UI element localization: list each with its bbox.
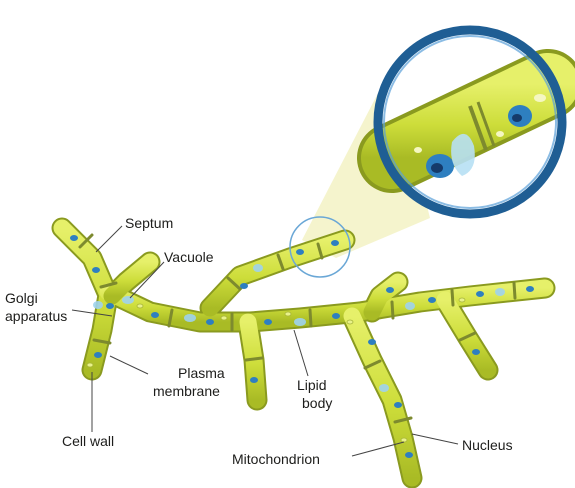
vacuole (495, 288, 505, 296)
septum-line (246, 358, 262, 360)
leader-nucleus (412, 434, 458, 444)
nucleus (332, 313, 340, 319)
label-nucleus: Nucleus (462, 437, 513, 453)
nucleus (206, 319, 214, 325)
magnified-view (378, 30, 562, 214)
septum-line (452, 290, 453, 305)
nucleus (368, 339, 376, 345)
nucleus (296, 249, 304, 255)
leader-septum (96, 226, 122, 252)
hypha-upper (210, 240, 345, 308)
nucleus (428, 297, 436, 303)
nucleus (106, 303, 114, 309)
label-cell-wall: Cell wall (62, 433, 114, 449)
nucleus (526, 286, 534, 292)
mitochondrion (87, 363, 93, 367)
nucleus (405, 452, 413, 458)
vacuole (379, 384, 389, 392)
label-lipid-line2: body (302, 395, 332, 411)
nucleus (240, 283, 248, 289)
leader-lipid-body (294, 330, 308, 376)
septum-line (310, 310, 311, 326)
magnified-lipid (534, 94, 546, 102)
nucleus (250, 377, 258, 383)
label-mitochondrion: Mitochondrion (232, 451, 320, 467)
label-plasma-line1: Plasma (178, 365, 225, 381)
mitochondrion (347, 320, 353, 324)
vacuole (122, 296, 134, 304)
nucleus (476, 291, 484, 297)
vacuole (253, 264, 263, 272)
nucleus (331, 240, 339, 246)
nucleus (92, 267, 100, 273)
nucleus (70, 235, 78, 241)
vacuole (93, 301, 103, 309)
nucleus (472, 349, 480, 355)
label-vacuole: Vacuole (164, 249, 214, 265)
nucleus (94, 352, 102, 358)
nucleus (151, 312, 159, 318)
septum-line (392, 302, 393, 318)
leader-plasma-membrane (110, 356, 148, 374)
mitochondrion (221, 316, 227, 320)
label-lipid-line1: Lipid (297, 377, 327, 393)
nucleus (264, 319, 272, 325)
mitochondrion (459, 298, 465, 302)
vacuole (294, 318, 306, 326)
label-golgi-line2: apparatus (5, 308, 67, 324)
septum-line (514, 283, 515, 298)
label-septum: Septum (125, 215, 173, 231)
nucleus (394, 402, 402, 408)
vacuole (184, 314, 196, 322)
mitochondrion (401, 438, 407, 442)
label-golgi-line1: Golgi (5, 290, 38, 306)
nucleus (386, 287, 394, 293)
mitochondrion (285, 312, 291, 316)
hypha-right (445, 300, 488, 370)
vacuole (405, 302, 415, 310)
label-plasma-line2: membrane (153, 383, 220, 399)
mitochondrion (137, 304, 143, 308)
